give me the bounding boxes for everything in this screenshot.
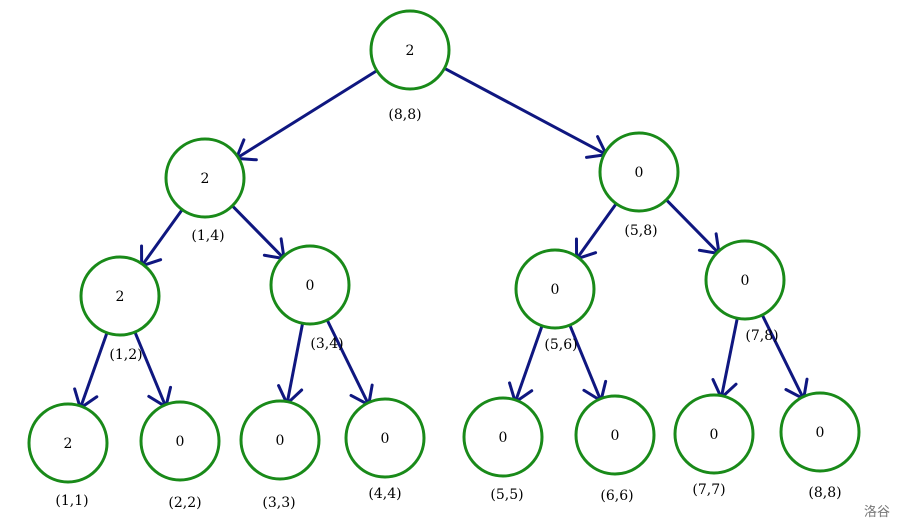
node-circle [598, 131, 680, 213]
node-value: 0 [276, 433, 285, 449]
node-circle [139, 400, 221, 482]
node-circle [27, 402, 109, 484]
edge-line [664, 198, 721, 256]
node-circle [779, 391, 861, 473]
node-value: 2 [64, 436, 73, 452]
tree-edge [277, 321, 305, 406]
node-circle [462, 396, 544, 478]
tree-node: 2 (1,2) [79, 255, 161, 363]
edge-line [78, 331, 109, 410]
tree-edge [442, 66, 608, 159]
tree-edges [73, 66, 809, 410]
node-range-label: (7,7) [692, 482, 725, 498]
node-range-label: (3,4) [310, 336, 343, 352]
node-range-label: (5,5) [490, 487, 523, 503]
tree-node: 0 (5,5) [462, 396, 544, 503]
tree-edge [230, 204, 286, 261]
edge-line [140, 208, 184, 268]
node-range-label: (3,3) [262, 495, 295, 511]
tree-node: 0 (8,8) [779, 391, 861, 501]
node-range-label: (5,6) [544, 337, 577, 353]
node-circle [79, 255, 161, 337]
edge-line [568, 323, 603, 403]
tree-edge [133, 330, 173, 409]
edge-line [285, 321, 305, 406]
node-range-label: (4,4) [368, 486, 401, 502]
node-circle [239, 399, 321, 481]
node-range-label: (2,2) [168, 495, 201, 511]
node-circle [164, 137, 246, 219]
tree-edge [711, 316, 739, 400]
edge-line [133, 330, 168, 409]
node-range-label: (7,8) [745, 328, 778, 344]
node-value: 0 [741, 273, 750, 289]
node-value: 0 [306, 278, 315, 294]
edge-line [760, 313, 806, 401]
tree-edge [140, 208, 184, 268]
tree-node: 0 (3,3) [239, 399, 321, 511]
node-range-label: (8,8) [808, 485, 841, 501]
tree-node: 2 (1,4) [164, 137, 246, 244]
node-range-label: (6,6) [600, 488, 633, 504]
node-range-label: (1,4) [191, 228, 224, 244]
edge-line [325, 318, 371, 407]
node-value: 0 [710, 427, 719, 443]
tree-edge [234, 69, 379, 162]
tree-node: 0 (5,6) [514, 248, 596, 353]
node-value: 0 [381, 431, 390, 447]
tree-node: 0 (5,8) [598, 131, 680, 239]
node-value: 2 [406, 43, 415, 59]
node-circle [673, 393, 755, 475]
edge-line [719, 316, 739, 400]
tree-edge [325, 318, 374, 407]
node-value: 0 [176, 434, 185, 450]
node-circle [269, 244, 351, 326]
tree-node: 2 (1,1) [27, 402, 109, 509]
node-value: 0 [499, 430, 508, 446]
tree-node: 2 (8,8) [369, 9, 451, 123]
tree-node: 0 (7,8) [704, 239, 786, 344]
tree-nodes: 2 (8,8) 2 (1,4) 0 (5,8) 2 (1,2) 0 (3,4) 0 (5,6) 0 (7,… [27, 9, 861, 511]
edge-line [575, 202, 618, 261]
node-value: 0 [635, 165, 644, 181]
node-circle [344, 397, 426, 479]
tree-edge [508, 324, 544, 404]
node-range-label: (1,1) [55, 493, 88, 509]
tree-node: 0 (6,6) [574, 394, 656, 504]
tree-node: 0 (4,4) [344, 397, 426, 502]
tree-edge [574, 202, 618, 261]
node-range-label: (1,2) [109, 347, 142, 363]
node-value: 0 [816, 425, 825, 441]
tree-edge [664, 198, 721, 256]
edge-line [513, 324, 544, 404]
node-circle [369, 9, 451, 91]
node-value: 0 [611, 428, 620, 444]
node-circle [514, 248, 596, 330]
edge-line [230, 204, 286, 261]
watermark: 洛谷 [863, 505, 890, 520]
node-value: 0 [551, 282, 560, 298]
node-circle [574, 394, 656, 476]
tree-node: 0 (2,2) [139, 400, 221, 511]
edge-line [234, 69, 379, 160]
node-range-label: (5,8) [624, 223, 657, 239]
node-value: 2 [201, 171, 210, 187]
tree-node: 0 (3,4) [269, 244, 351, 352]
node-value: 2 [116, 289, 125, 305]
tree-edge [73, 331, 109, 410]
tree-node: 0 (7,7) [673, 393, 755, 498]
node-circle [704, 239, 786, 321]
edge-line [442, 66, 608, 157]
node-range-label: (8,8) [388, 107, 421, 123]
